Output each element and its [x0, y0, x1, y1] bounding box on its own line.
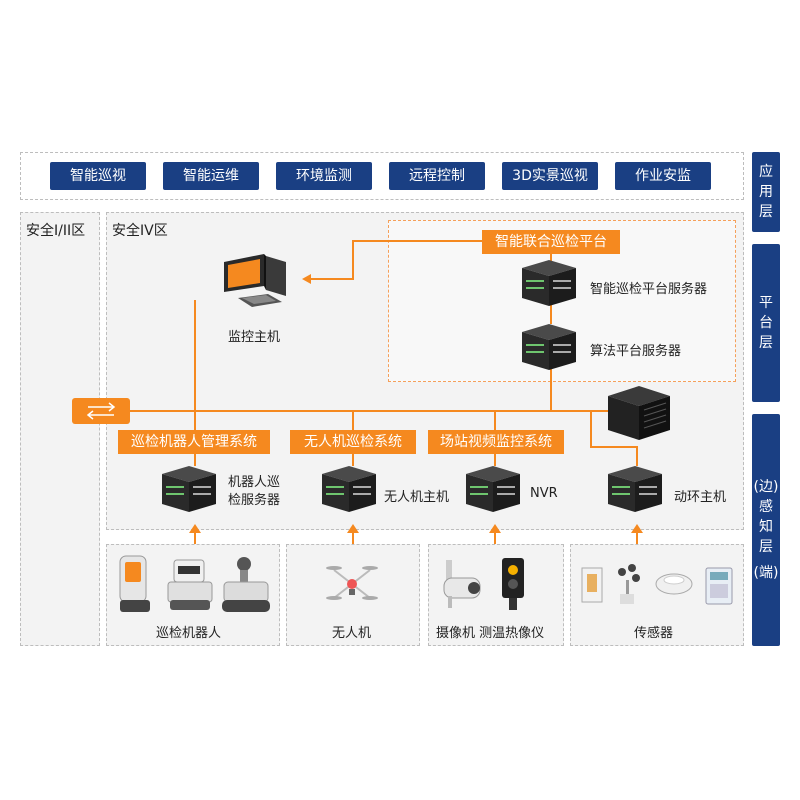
application-layer-frame — [20, 152, 744, 200]
security-zone-4-label: 安全IV区 — [112, 223, 168, 239]
drone-label: 无人机 — [332, 626, 372, 641]
sensors-icon — [578, 562, 738, 610]
layer-char: 应 — [759, 164, 773, 180]
connector — [590, 446, 638, 448]
connector — [352, 240, 482, 242]
robot-management-system-label: 巡检机器人管理系统 — [118, 430, 270, 454]
arrow-up-icon — [347, 524, 359, 533]
algorithm-server-icon — [522, 324, 576, 370]
cameras-panel-frame — [428, 544, 564, 646]
security-zone-1-2-label: 安全I/II区 — [26, 223, 86, 239]
platform-layer-label: 平 台 层 — [752, 244, 780, 402]
security-zone-1-2 — [20, 212, 100, 646]
connector — [494, 454, 496, 466]
inspection-robot-icon — [114, 552, 274, 618]
layer-char: 用 — [759, 184, 773, 200]
video-monitor-system-label: 场站视频监控系统 — [428, 430, 564, 454]
main-bus — [130, 410, 610, 412]
connector — [352, 240, 354, 280]
sensors-panel-frame — [570, 544, 744, 646]
connector — [194, 530, 196, 550]
security-zone-1-2-frame — [20, 212, 100, 646]
app-remote-control-button[interactable]: 远程控制 — [389, 162, 485, 190]
arrow-up-icon — [489, 524, 501, 533]
platform-server-label: 智能巡检平台服务器 — [590, 282, 708, 297]
layer-char: 层 — [759, 539, 773, 555]
drone-panel-frame — [286, 544, 420, 646]
app-smart-patrol-button[interactable]: 智能巡视 — [50, 162, 146, 190]
network-gateway-icon — [608, 386, 670, 440]
connector — [550, 254, 552, 266]
connector — [352, 410, 354, 430]
app-3d-patrol-button[interactable]: 3D实景巡视 — [502, 162, 598, 190]
app-environment-monitor-button[interactable]: 环境监测 — [276, 162, 372, 190]
robots-panel-frame — [106, 544, 280, 646]
connector — [590, 410, 592, 448]
robot-server-icon — [162, 466, 216, 512]
drone-patrol-system-label: 无人机巡检系统 — [290, 430, 416, 454]
robot-server-label-line: 检服务器 — [228, 493, 281, 508]
arrow-up-icon — [631, 524, 643, 533]
layer-char: 台 — [759, 315, 773, 331]
connector — [550, 366, 552, 410]
connector — [194, 410, 196, 430]
layer-char: (边) — [753, 479, 779, 495]
robot-server-label: 机器人巡 检服务器 — [228, 474, 280, 510]
drone-icon — [322, 560, 382, 610]
layer-char: 感 — [759, 499, 773, 515]
connector — [310, 278, 354, 280]
robot-server-label-line: 机器人巡 — [228, 475, 281, 490]
layer-char: 层 — [759, 335, 773, 351]
nvr-icon — [466, 466, 520, 512]
platform-server-icon — [522, 260, 576, 306]
algorithm-server-label: 算法平台服务器 — [590, 344, 682, 359]
layer-char: 平 — [759, 295, 773, 311]
thermal-camera-icon — [498, 556, 528, 612]
monitor-host-label: 监控主机 — [228, 330, 281, 345]
connector — [636, 530, 638, 548]
drone-host-label: 无人机主机 — [384, 490, 450, 505]
connector — [550, 298, 552, 324]
app-operation-safety-button[interactable]: 作业安监 — [615, 162, 711, 190]
security-zone-4-frame — [106, 212, 744, 530]
switch-icon — [72, 398, 130, 424]
arrow-head-icon — [302, 274, 311, 284]
connector — [494, 410, 496, 430]
platform-title: 智能联合巡检平台 — [482, 230, 620, 254]
monitor-host-icon — [216, 252, 296, 312]
connector — [194, 454, 196, 466]
connector — [352, 454, 354, 466]
perception-layer-label: (边) 感 知 层 (端) — [752, 414, 780, 646]
cameras-label: 摄像机 测温热像仪 — [436, 626, 545, 641]
app-smart-maintenance-button[interactable]: 智能运维 — [163, 162, 259, 190]
environment-host-icon — [608, 466, 662, 512]
layer-char: (端) — [753, 565, 779, 581]
sensors-label: 传感器 — [634, 626, 674, 641]
camera-icon — [438, 556, 488, 612]
nvr-label: NVR — [530, 486, 558, 501]
environment-host-label: 动环主机 — [674, 490, 727, 505]
connector — [636, 446, 638, 466]
application-layer-label: 应 用 层 — [752, 152, 780, 232]
layer-char: 层 — [759, 204, 773, 220]
arrow-up-icon — [189, 524, 201, 533]
layer-char: 知 — [759, 519, 773, 535]
robots-label: 巡检机器人 — [156, 626, 222, 641]
connector — [194, 300, 196, 410]
drone-host-icon — [322, 466, 376, 512]
